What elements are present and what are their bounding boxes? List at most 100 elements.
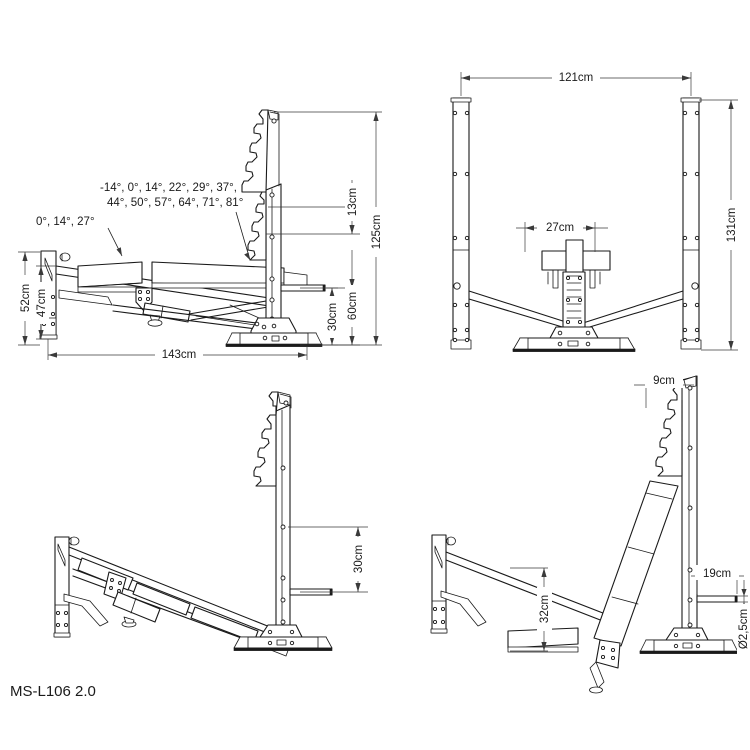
dim30d-text-bg [351, 537, 366, 581]
decline-upright-bolt-6 [280, 619, 286, 625]
incline-floor-contact [639, 650, 739, 654]
fr-bolt-4 [694, 171, 700, 177]
upright-bolt-4 [269, 276, 275, 282]
fl-bolt-6 [464, 235, 470, 241]
dim32-arrow-top [541, 568, 547, 577]
frame-lower-brace [58, 289, 113, 306]
ip-hole-2 [610, 647, 616, 653]
front-base-foot [512, 326, 636, 352]
front-left-post-cap [450, 97, 472, 103]
fr-bolt-9 [682, 327, 688, 333]
dim30d-label: 30cm [353, 545, 365, 573]
fl-bolt-7 [452, 302, 458, 308]
decline-back-pad-a [132, 582, 191, 616]
base-bolt-3 [271, 323, 277, 329]
ip-hole-1 [600, 645, 606, 651]
incline-base-foot [639, 627, 739, 654]
fl-bolt-3 [452, 171, 458, 177]
decline-knob-stem [123, 616, 135, 624]
upright-bolt-1 [271, 118, 277, 124]
front-base-bolt-1 [557, 330, 563, 336]
view-side-flat: 143cm 52cm 47cm [18, 109, 384, 361]
base-bolt-1 [254, 321, 260, 327]
dim125-text-bg [369, 207, 384, 257]
fr-bolt-11 [682, 337, 688, 343]
dim13-arrow-bottom [349, 225, 355, 234]
incline-upright-bolt-2 [687, 445, 693, 451]
fr-bolt-6 [694, 235, 700, 241]
front-col-hole-5 [565, 319, 571, 325]
front-base-crossbar [519, 337, 629, 351]
fr-bolt-3 [682, 171, 688, 177]
dim121-label: 121cm [559, 72, 594, 84]
annotation-seat-angles: 0°, 14°, 27° [36, 216, 123, 257]
rack-hook-teeth-upper [241, 109, 269, 193]
decline-brace [63, 593, 109, 627]
front-base-bolt-4 [585, 341, 591, 347]
dl-bolt-4 [63, 622, 69, 628]
dim60-arrow-top [349, 279, 355, 288]
dim143-arrow-left [48, 352, 57, 358]
left-leg-slot [44, 257, 53, 282]
dim30-text-bg [325, 296, 340, 338]
seat-pad-underline [77, 282, 143, 288]
front-right-upright [680, 97, 702, 350]
seat-pad [77, 261, 143, 293]
front-left-post [452, 97, 470, 349]
front-right-post-foot [680, 339, 702, 350]
left-leg-hole-6 [50, 321, 56, 327]
incline-left-knob [446, 536, 456, 546]
dim27-arrow-right [586, 225, 595, 231]
decline-base-crossbar [239, 636, 327, 649]
incline-base-bolt-2 [695, 632, 701, 638]
dim143-text-bg [155, 346, 203, 361]
fl-bolt-9 [452, 327, 458, 333]
dimension-19cm: 19cm [691, 565, 744, 594]
dim121-arrow-right [682, 75, 691, 81]
dimension-47cm: 47cm [34, 265, 56, 340]
dimension-121cm: 121cm [460, 68, 692, 96]
seat-adjust-knob [147, 319, 163, 327]
dim30-arrow-bottom [329, 336, 335, 345]
incline-spotter-end [734, 595, 738, 603]
il-bolt-1 [432, 606, 438, 612]
incline-rail-top [445, 551, 627, 623]
dl-bolt-3 [55, 622, 61, 628]
base-bolt-2 [261, 324, 267, 330]
dim27-text-bg [537, 218, 583, 234]
backrest-angles-arrow [244, 252, 250, 260]
incline-base-crossbar [645, 639, 733, 653]
front-left-bolts [452, 110, 470, 343]
decline-base-bolt-2 [289, 629, 295, 635]
pivot-hole-2 [145, 289, 151, 295]
dimension-60cm: 60cm [322, 250, 360, 346]
dim9-label: 9cm [653, 375, 675, 387]
decline-adjust-tube [112, 591, 161, 623]
incline-back-pad-seam-3 [611, 596, 639, 605]
front-col-hole-3 [565, 297, 571, 303]
dim32-label: 32cm [539, 595, 551, 623]
fl-bolt-5 [452, 235, 458, 241]
front-center-column [541, 239, 611, 331]
dl-bolt-2 [63, 610, 69, 616]
incline-left-post [431, 534, 447, 634]
left-leg-knob [59, 252, 71, 262]
decline-hook-teeth-upper [268, 391, 279, 416]
front-pin-right [589, 269, 596, 289]
incline-seat-pad [507, 627, 579, 653]
incline-base-bolt-3 [673, 643, 679, 649]
dim125-arrow-top [373, 112, 379, 121]
incline-upright-bolt-4 [687, 567, 693, 573]
left-leg-hole-2 [50, 294, 56, 300]
decline-left-post [54, 536, 70, 638]
dp-hole-3 [109, 586, 113, 590]
front-left-upright [450, 97, 472, 350]
pivot-hole-1 [137, 289, 143, 295]
dim30d-arrow-top [355, 527, 361, 536]
ip-hole-4 [610, 655, 616, 661]
fr-bolt-7 [682, 302, 688, 308]
dim60-label: 60cm [347, 292, 359, 320]
v-rail-left-bottom [468, 298, 570, 330]
